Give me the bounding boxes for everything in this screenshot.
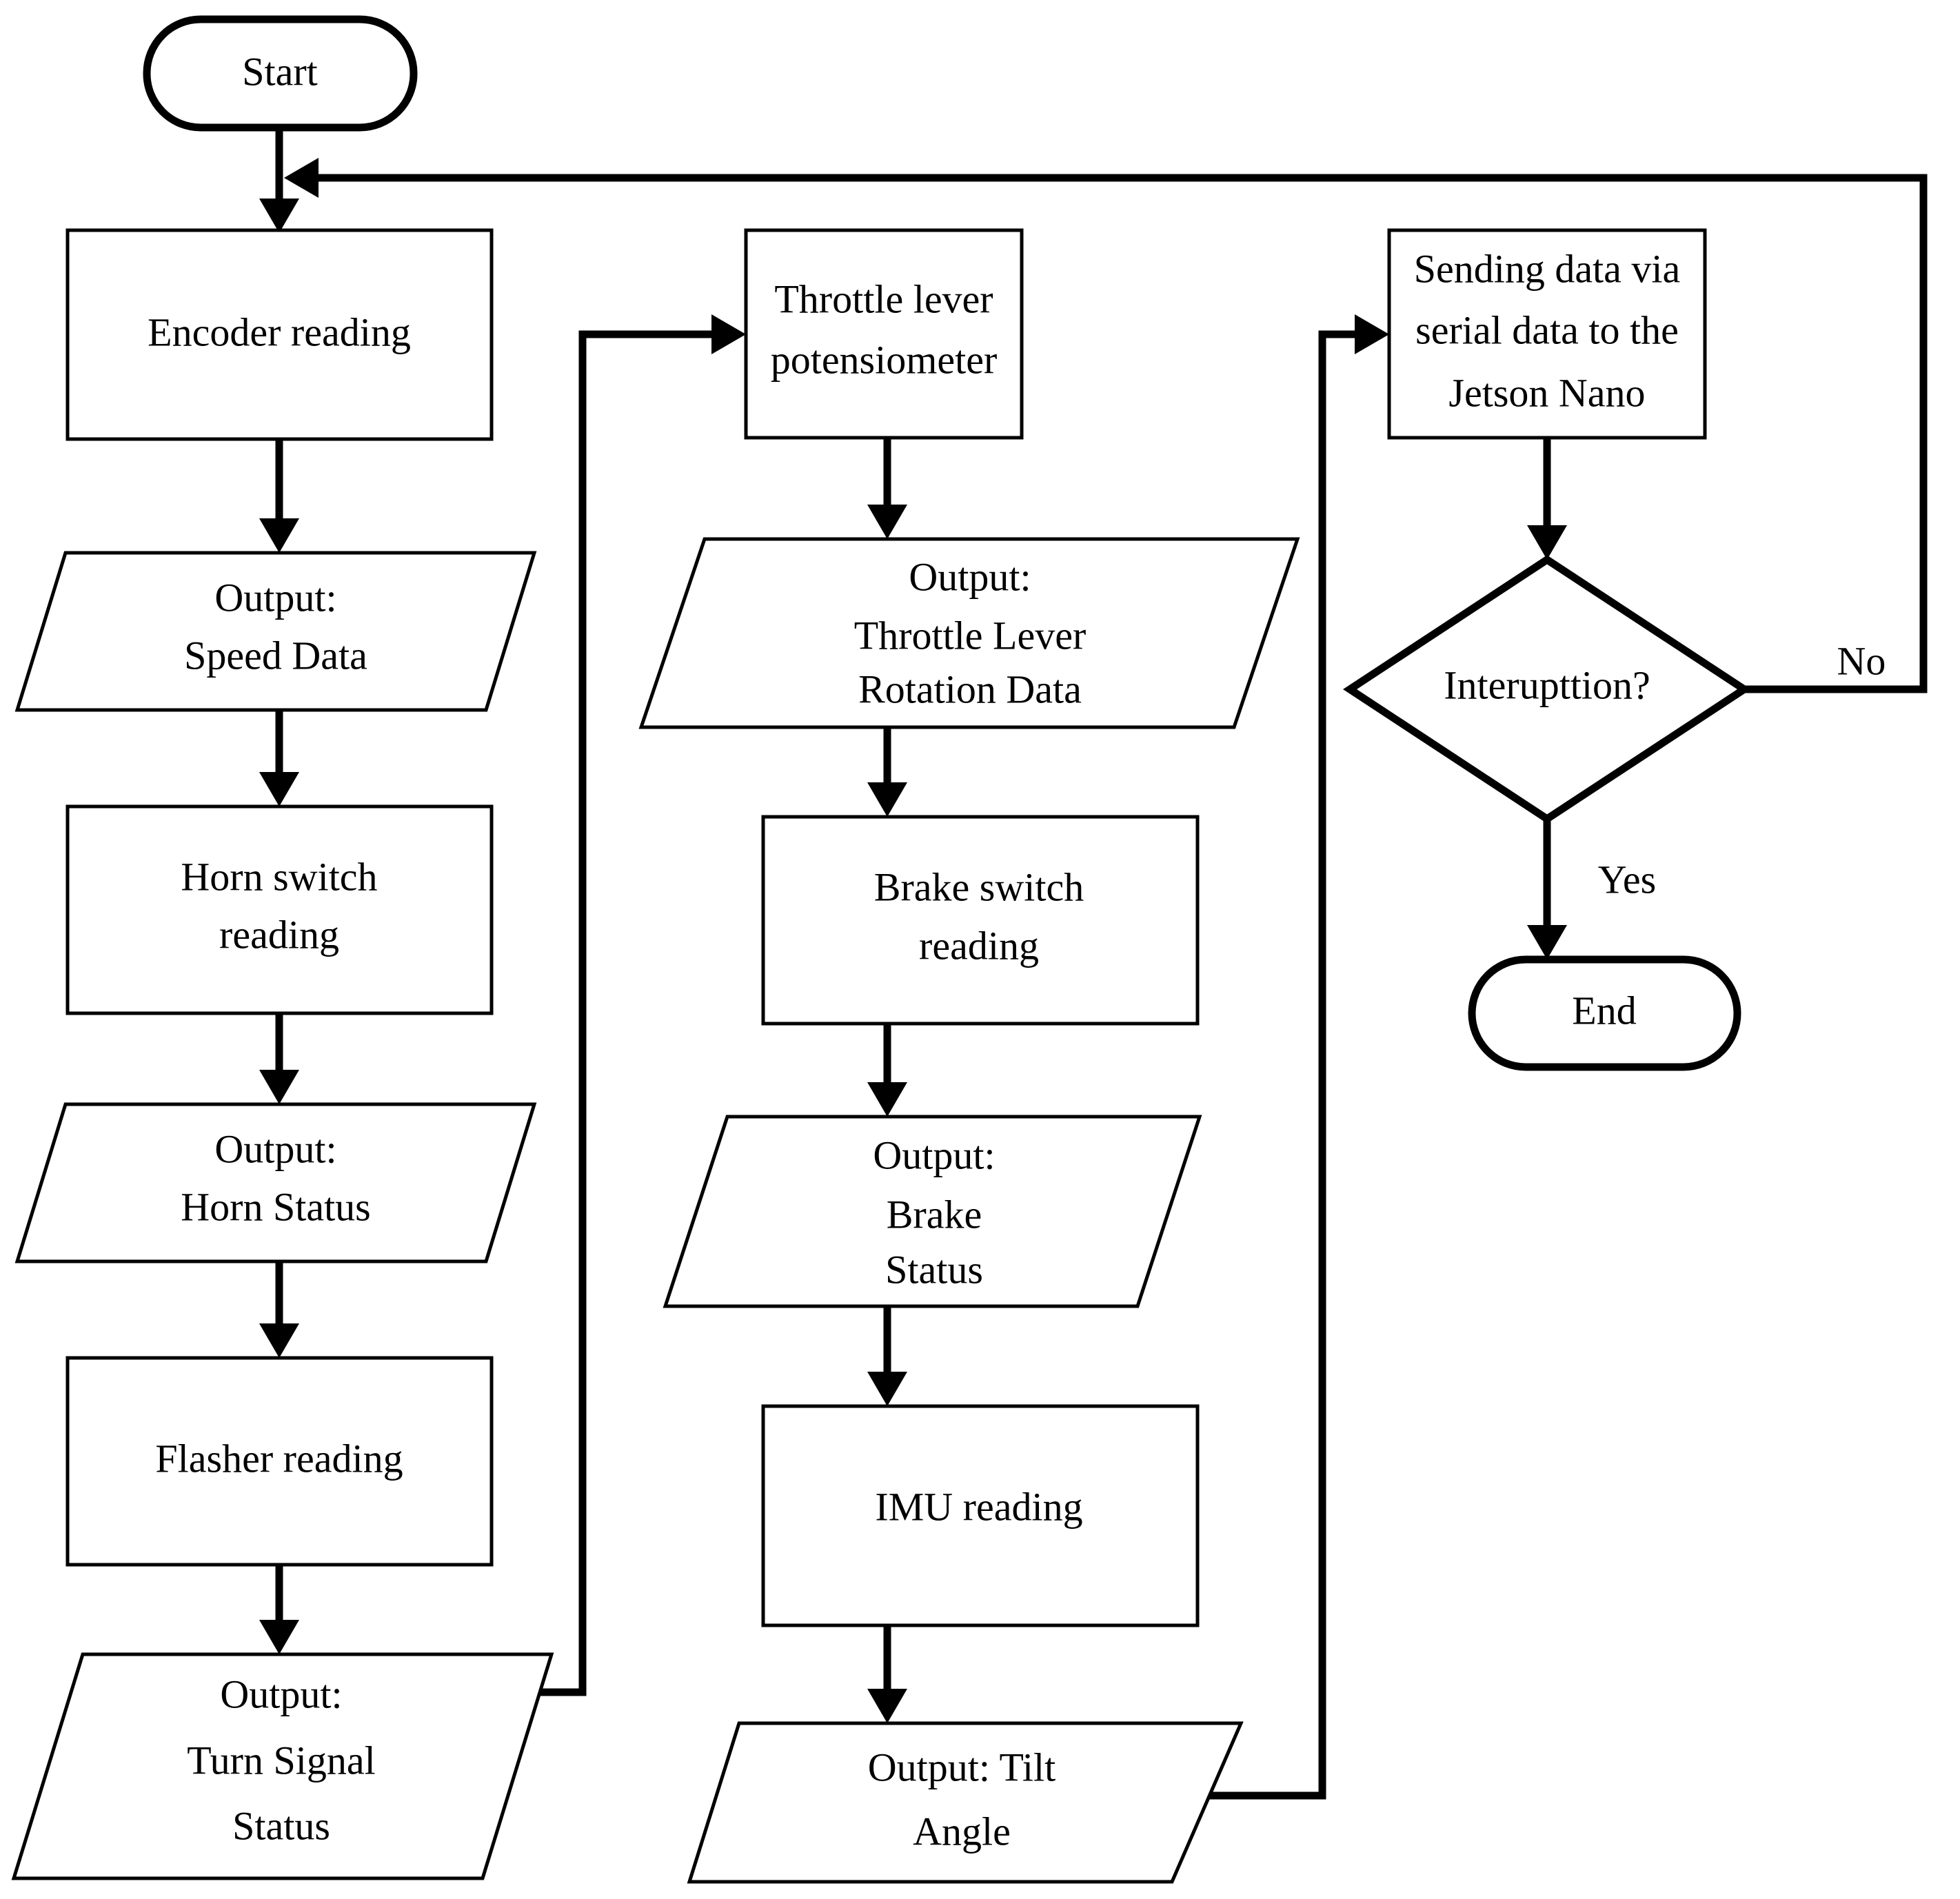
edge-tiltout-to-send [1172, 314, 1389, 1800]
node-horn-switch-reading[interactable]: Horn switch reading [65, 804, 494, 1015]
node-output-speed-data[interactable]: Output: Speed Data [14, 551, 537, 712]
edge-throttleout-to-brake [867, 727, 907, 817]
node-turn-line3: Status [232, 1803, 330, 1848]
node-flasher-label: Flasher reading [155, 1436, 403, 1481]
node-speed-line2: Speed Data [184, 633, 367, 678]
edge-start-to-encoder [259, 128, 299, 233]
node-throttle-line1: Throttle lever [774, 276, 993, 321]
node-send-line3: Jetson Nano [1448, 370, 1645, 415]
node-tilt-line1: Output: Tilt [868, 1745, 1055, 1789]
edge-turnsignal-to-throttle [483, 314, 746, 1696]
node-output-horn-status[interactable]: Output: Horn Status [14, 1102, 537, 1263]
node-brakeout-line3: Status [885, 1247, 983, 1292]
node-hornstatus-line1: Output: [214, 1126, 336, 1171]
node-sending-data-jetson[interactable]: Sending data via serial data to the Jets… [1387, 228, 1707, 440]
node-turn-line2: Turn Signal [187, 1738, 375, 1783]
edge-send-to-interrupt [1527, 438, 1567, 560]
node-encoder-label: Encoder reading [148, 309, 411, 354]
node-interruption-label: Interupttion? [1444, 662, 1650, 707]
node-output-throttle-rotation-data[interactable]: Output: Throttle Lever Rotation Data [638, 537, 1300, 729]
node-hornstatus-line2: Horn Status [181, 1184, 371, 1229]
node-send-line2: serial data to the [1415, 307, 1679, 352]
node-output-turn-signal-status[interactable]: Output: Turn Signal Status [11, 1652, 554, 1880]
edge-flasher-to-turnsignal [259, 1565, 299, 1654]
edge-label-yes: Yes [1598, 857, 1656, 902]
edge-horn-to-hornstatus [259, 1013, 299, 1104]
node-brake-line2: reading [919, 923, 1039, 968]
node-output-tilt-angle[interactable]: Output: Tilt Angle [687, 1721, 1244, 1884]
node-tilt-line2: Angle [913, 1809, 1011, 1854]
edge-brakeout-to-imu [867, 1306, 907, 1406]
node-turn-line1: Output: [220, 1672, 342, 1716]
node-imu-reading[interactable]: IMU reading [761, 1404, 1200, 1627]
node-speed-line1: Output: [214, 575, 336, 620]
edge-throttle-to-throttleout [867, 438, 907, 539]
node-throtout-line2: Throttle Lever [854, 613, 1087, 658]
node-brake-switch-reading[interactable]: Brake switch reading [761, 815, 1200, 1026]
edge-brake-to-brakeout [867, 1024, 907, 1117]
node-end[interactable]: End [1468, 955, 1741, 1071]
node-brake-line1: Brake switch [874, 864, 1084, 909]
edge-encoder-to-speed [259, 439, 299, 553]
node-start-label: Start [242, 49, 318, 94]
node-flasher-reading[interactable]: Flasher reading [65, 1356, 494, 1567]
node-encoder-reading[interactable]: Encoder reading [65, 228, 494, 441]
node-throtout-line3: Rotation Data [858, 667, 1082, 711]
node-end-label: End [1572, 988, 1636, 1033]
node-brakeout-line2: Brake [887, 1192, 982, 1237]
node-start[interactable]: Start [143, 15, 418, 132]
node-imu-label: IMU reading [875, 1484, 1082, 1529]
node-interruption-decision[interactable]: Interupttion? [1342, 555, 1752, 824]
edge-interrupt-yes-to-end [1527, 819, 1567, 959]
node-throtout-line1: Output: [909, 554, 1031, 599]
edge-hornstatus-to-flasher [259, 1261, 299, 1358]
node-throttle-line2: potensiometer [771, 337, 998, 382]
edge-speed-to-horn [259, 710, 299, 806]
node-horn-line1: Horn switch [181, 854, 377, 899]
node-send-line1: Sending data via [1414, 246, 1681, 291]
node-output-brake-status[interactable]: Output: Brake Status [663, 1115, 1202, 1308]
node-throttle-lever-potensiometer[interactable]: Throttle lever potensiometer [744, 228, 1024, 440]
edge-imu-to-tiltout [867, 1625, 907, 1723]
node-horn-line2: reading [219, 912, 339, 957]
edge-label-no: No [1837, 638, 1886, 683]
edge-interrupt-no-loop [284, 158, 1928, 693]
node-brakeout-line1: Output: [873, 1133, 995, 1177]
